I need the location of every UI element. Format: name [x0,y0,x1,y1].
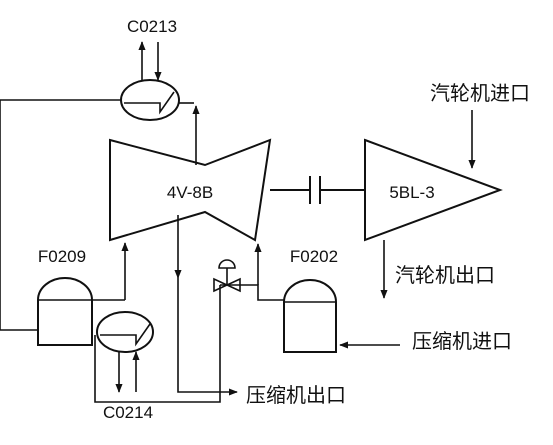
vessel-f0202-label: F0202 [290,247,338,266]
pipe-c0214-loop [94,285,221,403]
pipe-compressor-outlet [177,278,238,396]
pipe-c0213-to-f0209 [0,99,121,331]
compressor-outlet-label: 压缩机出口 [246,383,346,407]
turbine-5bl-3[interactable] [364,138,503,242]
pipe-valve-to-f0202 [245,284,284,301]
vessel-f0209[interactable] [37,277,93,346]
turbine-outlet-label: 汽轮机出口 [395,263,495,287]
shaft-coupling [270,176,365,204]
compressor-label: 4V-8B [167,183,213,202]
turbine-label: 5BL-3 [389,183,434,202]
heat-exchanger-c0214[interactable] [96,311,154,353]
vessel-f0209-label: F0209 [38,247,86,266]
exchanger-c0214-label: C0214 [103,403,153,422]
control-valve[interactable] [213,259,241,293]
turbine-inlet-label: 汽轮机进口 [430,81,530,105]
compressor-inlet-label: 压缩机进口 [412,329,512,353]
heat-exchanger-c0213[interactable] [120,79,180,121]
exchanger-c0213-label: C0213 [127,17,177,36]
compressor-4v-8b[interactable] [109,138,272,242]
vessel-f0202[interactable] [283,279,337,353]
